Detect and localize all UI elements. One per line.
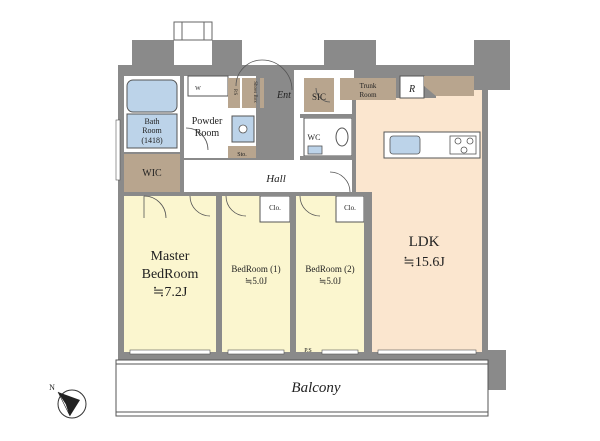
bedroom2-size: ≒5.0J	[319, 276, 342, 286]
pillar-top-mid	[212, 40, 242, 72]
ldk-size: ≒15.6J	[403, 255, 445, 270]
master-size: ≒7.2J	[153, 285, 188, 300]
sto-label: Sto.	[237, 152, 247, 158]
bath-area	[126, 113, 178, 149]
top-door-frame	[173, 21, 213, 41]
hall-floor	[184, 160, 356, 194]
wall-bath-powder	[180, 76, 184, 192]
wic-floor	[124, 154, 182, 192]
storage-column-1	[228, 78, 240, 108]
bath-label-1: Bath	[144, 117, 159, 126]
wic-label: WIC	[142, 168, 162, 179]
wall-b2-ldk	[364, 194, 372, 352]
wc-label: WC	[308, 133, 321, 142]
pillar-top-center	[324, 40, 376, 72]
wall-b1-b2	[290, 194, 296, 352]
washing-machine-area	[187, 75, 229, 97]
pantry-shelf	[424, 76, 474, 96]
compass-icon	[57, 389, 87, 419]
master-label-2: BedRoom	[142, 267, 199, 282]
fridge-label: R	[408, 84, 415, 95]
stove	[449, 135, 477, 155]
entry-label: Ent	[276, 90, 291, 101]
pillar-top-right	[474, 40, 510, 90]
trunk-label-1: Trunk	[360, 82, 377, 90]
bedroom2-label: BedRoom (2)	[305, 264, 354, 274]
sic-label: SIC	[312, 92, 326, 102]
wm-label: W	[195, 86, 201, 92]
compass-label: N	[49, 383, 55, 392]
closet-bedroom2	[335, 195, 365, 223]
ps-bottom-label: P.S	[304, 348, 312, 354]
powder-label-1: Powder	[192, 116, 223, 127]
sic-floor	[304, 78, 334, 112]
trunk-room-floor	[340, 78, 396, 100]
balcony-label: Balcony	[291, 380, 340, 396]
bedroom1-size: ≒5.0J	[245, 276, 268, 286]
clo1-label: Clo.	[269, 204, 281, 212]
pillar-top-left	[132, 40, 174, 72]
kitchen-sink	[389, 135, 421, 155]
trunk-label-2: Room	[359, 91, 377, 99]
balcony-floor	[115, 359, 489, 417]
clo2-label: Clo.	[344, 204, 356, 212]
toilet	[335, 127, 349, 147]
ldk-label: LDK	[409, 234, 440, 250]
shoes-box-label: Shoes Box	[252, 81, 257, 103]
bath-label-3: (1418)	[141, 136, 163, 145]
master-bedroom-floor	[124, 196, 216, 352]
fridge-space	[399, 75, 425, 99]
ps-entry-label: P.S	[232, 89, 237, 95]
bedroom1-label: BedRoom (1)	[231, 264, 280, 274]
bathtub	[126, 79, 178, 113]
bath-label-2: Room	[142, 126, 162, 135]
wall-master-b1	[216, 194, 222, 352]
powder-label-2: Room	[195, 128, 220, 139]
hall-label: Hall	[265, 173, 286, 185]
sto-closet	[228, 146, 256, 160]
closet-bedroom1	[259, 195, 291, 223]
wall-hall-bedrooms	[124, 192, 372, 196]
master-label-1: Master	[151, 249, 190, 264]
